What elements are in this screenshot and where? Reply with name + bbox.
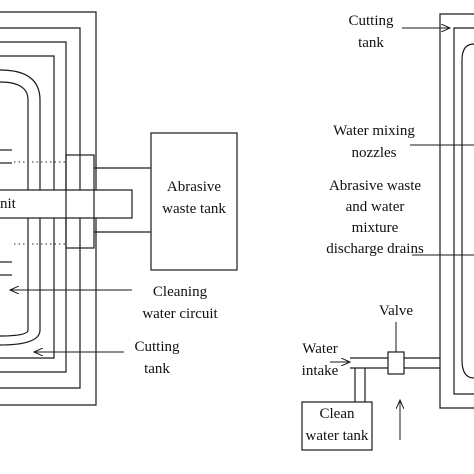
left-nozzle-stubs bbox=[0, 149, 12, 276]
right-leader-lines bbox=[330, 28, 474, 440]
left-leader-lines bbox=[10, 290, 132, 352]
clean-water-tank-label: Clean water tank bbox=[305, 406, 369, 444]
valve-label: Valve bbox=[378, 303, 414, 319]
cleaning-water-circuit-label: Cleaning water circuit bbox=[142, 284, 218, 322]
right-cutting-tank-label: Cutting tank bbox=[348, 13, 394, 51]
left-cutting-tank-label: Cutting tank bbox=[134, 339, 180, 377]
left-connection-block bbox=[65, 154, 95, 249]
abrasive-waste-tank-box bbox=[150, 132, 238, 271]
discharge-drains-label: Abrasive waste and water mixture dischar… bbox=[326, 178, 424, 257]
unit-label: nit bbox=[0, 196, 16, 212]
right-cutting-tank-walls bbox=[439, 13, 474, 409]
abrasive-waste-tank-label: Abrasive waste tank bbox=[162, 179, 226, 217]
clean-water-tank-box bbox=[301, 401, 373, 451]
valve-box bbox=[387, 351, 405, 375]
water-mixing-nozzles-label: Water mixing nozzles bbox=[333, 123, 415, 161]
water-intake-pipes bbox=[350, 357, 440, 402]
water-intake-label: Water intake bbox=[301, 341, 339, 379]
